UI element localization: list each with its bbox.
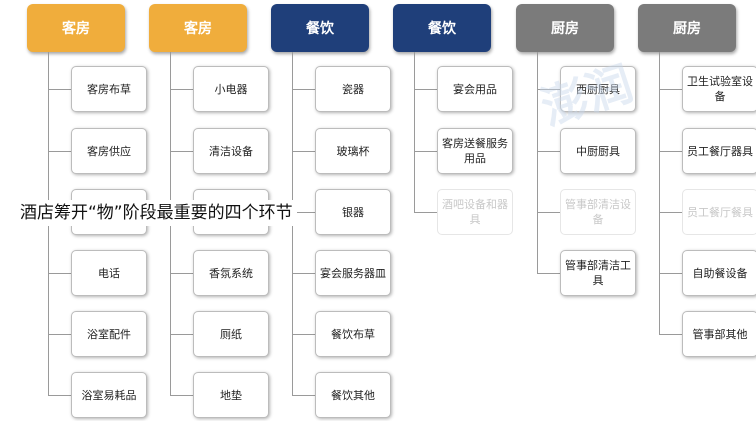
- connector-branch: [48, 395, 71, 396]
- connector-branch: [659, 89, 682, 90]
- item-box: 香氛系统: [193, 250, 269, 296]
- connector-branch: [292, 395, 315, 396]
- connector-branch: [48, 89, 71, 90]
- item-box: 浴室易耗品: [71, 372, 147, 418]
- item-box: 客房送餐服务用品: [437, 128, 513, 174]
- item-box: 自助餐设备: [682, 250, 756, 296]
- connector-branch: [170, 273, 193, 274]
- connector-branch: [48, 334, 71, 335]
- item-box: 地垫: [193, 372, 269, 418]
- column-header: 厨房: [638, 4, 736, 52]
- item-box: 客房布草: [71, 66, 147, 112]
- item-box: 玻璃杯: [315, 128, 391, 174]
- column-4: 餐饮宴会用品客房送餐服务用品酒吧设备和器具: [393, 0, 513, 421]
- connector-branch: [537, 212, 560, 213]
- item-box: 西厨厨具: [560, 66, 636, 112]
- connector-branch: [48, 151, 71, 152]
- connector-branch: [292, 273, 315, 274]
- connector-branch: [170, 151, 193, 152]
- connector-branch: [48, 273, 71, 274]
- connector-branch: [292, 151, 315, 152]
- item-box: 浴室配件: [71, 311, 147, 357]
- connector-branch: [414, 212, 437, 213]
- column-2: 客房小电器清洁设备布艺制品香氛系统厕纸地垫: [149, 0, 269, 421]
- connector-branch: [170, 395, 193, 396]
- connector-branch: [537, 273, 560, 274]
- caption: 酒店筹开“物”阶段最重要的四个环节: [20, 200, 297, 226]
- connector-branch: [414, 151, 437, 152]
- item-box: 酒吧设备和器具: [437, 189, 513, 235]
- connector-branch: [659, 334, 682, 335]
- connector-branch: [292, 334, 315, 335]
- connector-branch: [659, 273, 682, 274]
- connector-line: [537, 52, 538, 273]
- item-box: 客房供应: [71, 128, 147, 174]
- item-box: 管事部清洁设备: [560, 189, 636, 235]
- connector-branch: [292, 89, 315, 90]
- column-header: 厨房: [516, 4, 614, 52]
- connector-branch: [170, 334, 193, 335]
- item-box: 清洁设备: [193, 128, 269, 174]
- item-box: 宴会服务器皿: [315, 250, 391, 296]
- connector-branch: [170, 89, 193, 90]
- connector-branch: [292, 212, 315, 213]
- column-header: 餐饮: [271, 4, 369, 52]
- item-box: 卫生试验室设备: [682, 66, 756, 112]
- item-box: 管事部其他: [682, 311, 756, 357]
- column-header: 餐饮: [393, 4, 491, 52]
- item-box: 银器: [315, 189, 391, 235]
- column-header: 客房: [27, 4, 125, 52]
- column-header: 客房: [149, 4, 247, 52]
- item-box: 餐饮布草: [315, 311, 391, 357]
- item-box: 餐饮其他: [315, 372, 391, 418]
- item-box: 宴会用品: [437, 66, 513, 112]
- connector-branch: [537, 151, 560, 152]
- connector-branch: [659, 212, 682, 213]
- item-box: 瓷器: [315, 66, 391, 112]
- column-3: 餐饮瓷器玻璃杯银器宴会服务器皿餐饮布草餐饮其他: [271, 0, 391, 421]
- connector-line: [414, 52, 415, 212]
- connector-branch: [414, 89, 437, 90]
- connector-branch: [659, 151, 682, 152]
- item-box: 厕纸: [193, 311, 269, 357]
- item-box: 管事部清洁工具: [560, 250, 636, 296]
- item-box: 员工餐厅餐具: [682, 189, 756, 235]
- connector-branch: [537, 89, 560, 90]
- column-5: 厨房西厨厨具中厨厨具管事部清洁设备管事部清洁工具: [516, 0, 636, 421]
- item-box: 电话: [71, 250, 147, 296]
- item-box: 员工餐厅器具: [682, 128, 756, 174]
- item-box: 小电器: [193, 66, 269, 112]
- connector-line: [659, 52, 660, 334]
- column-6: 厨房卫生试验室设备员工餐厅器具员工餐厅餐具自助餐设备管事部其他: [638, 0, 756, 421]
- item-box: 中厨厨具: [560, 128, 636, 174]
